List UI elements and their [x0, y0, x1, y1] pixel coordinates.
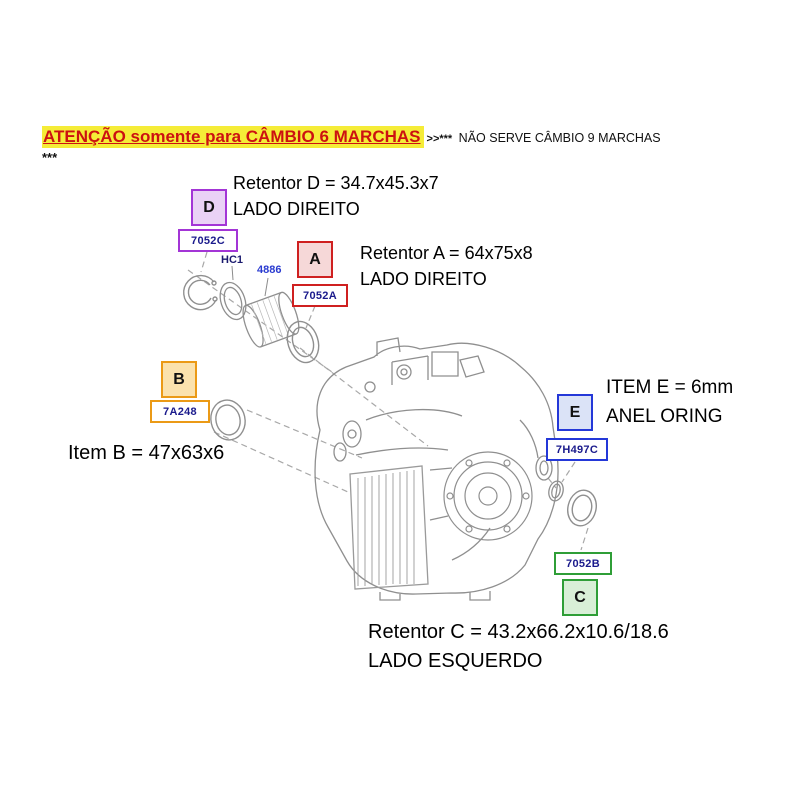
- callout-a-letter: A: [297, 241, 333, 278]
- retentor-c-description: Retentor C = 43.2x66.2x10.6/18.6 LADO ES…: [368, 618, 669, 676]
- label-hc1: HC1: [221, 254, 244, 266]
- callout-c-part-number: 7052B: [554, 552, 612, 575]
- snap-ring: [183, 274, 218, 311]
- sleeve-bushing: [242, 291, 300, 348]
- retentor-d-description: Retentor D = 34.7x45.3x7 LADO DIREITO: [233, 170, 439, 222]
- callout-b-part-number: 7A248: [150, 400, 210, 423]
- item-e-type: ANEL ORING: [606, 406, 723, 427]
- label-4886: 4886: [257, 264, 282, 276]
- seal-c: [567, 489, 597, 527]
- retentor-a-size: Retentor A = 64x75x8: [360, 243, 533, 263]
- callout-d-letter: D: [191, 189, 227, 226]
- retentor-c-side: LADO ESQUERDO: [368, 650, 543, 672]
- seal-a: [286, 320, 320, 364]
- item-e-description: ITEM E = 6mm ANEL ORING: [606, 373, 733, 431]
- leader-lines: [187, 251, 589, 551]
- bell-housing-ribs: [349, 465, 429, 590]
- callout-e-letter: E: [557, 394, 593, 431]
- retentor-d-size: Retentor D = 34.7x45.3x7: [233, 173, 439, 193]
- retentor-a-side: LADO DIREITO: [360, 269, 487, 289]
- attention-asterisks: ***: [42, 150, 58, 165]
- differential-cover: [443, 451, 533, 541]
- seal-b: [210, 399, 246, 441]
- retentor-c-size: Retentor C = 43.2x66.2x10.6/18.6: [368, 621, 669, 643]
- item-e-size: ITEM E = 6mm: [606, 377, 734, 398]
- attention-highlight: ATENÇÃO somente para CÂMBIO 6 MARCHAS: [42, 126, 424, 148]
- callout-c-letter: C: [562, 579, 598, 616]
- spacer-ring: [219, 281, 247, 321]
- label-ticks: [231, 265, 269, 297]
- attention-note: NÃO SERVE CÂMBIO 9 MARCHAS: [458, 131, 661, 145]
- item-b-description: Item B = 47x63x6: [68, 442, 225, 464]
- callout-b-letter: B: [161, 361, 197, 398]
- callout-a-part-number: 7052A: [292, 284, 348, 307]
- retentor-a-description: Retentor A = 64x75x8 LADO DIREITO: [360, 240, 533, 292]
- transmission-body: [314, 337, 559, 601]
- callout-d-part-number: 7052C: [178, 229, 238, 252]
- attention-banner: ATENÇÃO somente para CÂMBIO 6 MARCHAS>>*…: [42, 126, 661, 148]
- callout-e-part-number: 7H497C: [546, 438, 608, 461]
- retentor-d-side: LADO DIREITO: [233, 199, 360, 219]
- attention-arrows: >>***: [426, 133, 453, 145]
